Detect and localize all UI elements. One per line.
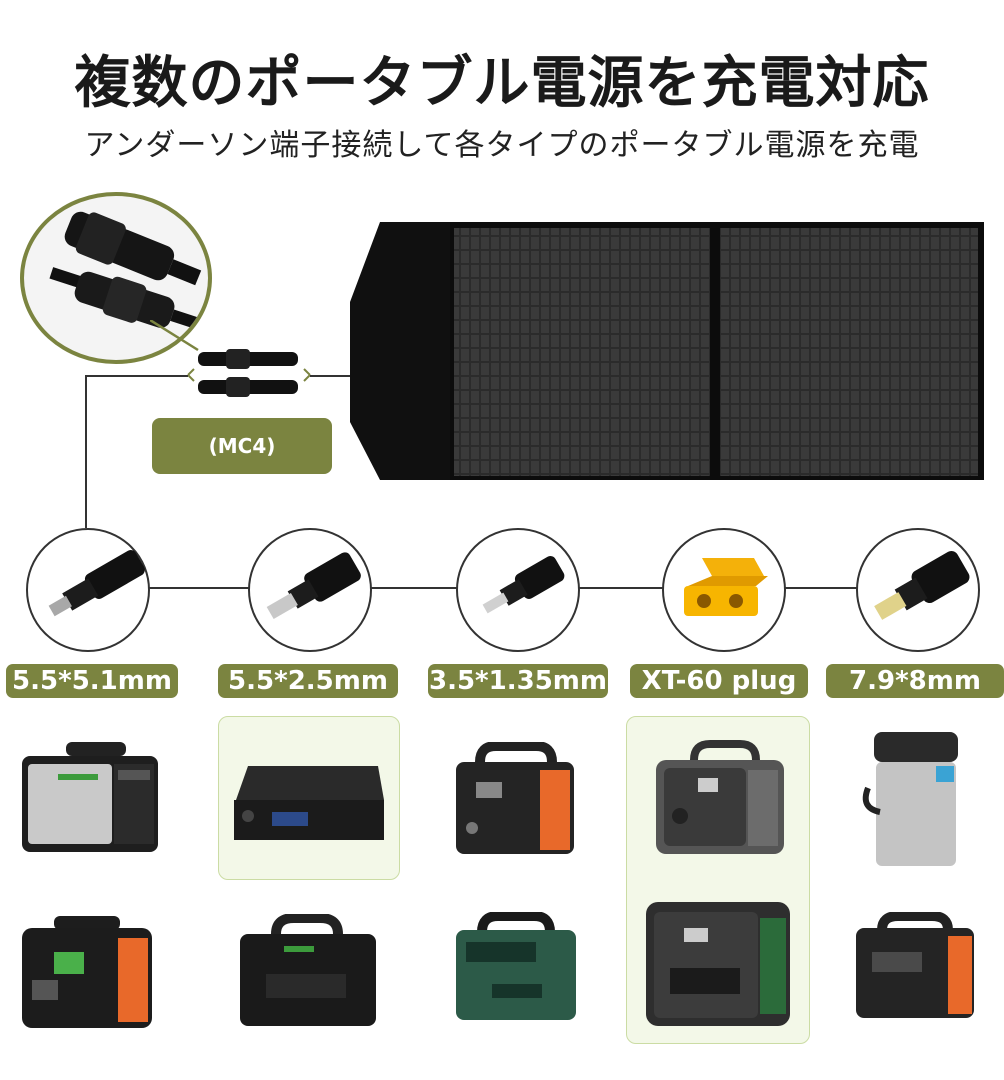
mc4-label: (MC4) xyxy=(152,418,332,474)
connector-label: 5.5*2.5mm xyxy=(218,664,398,698)
power-station-image xyxy=(228,756,388,850)
power-station-image xyxy=(860,728,970,878)
power-station-image xyxy=(852,911,978,1026)
power-station-image xyxy=(18,740,162,864)
connector-5-5x2-5-icon xyxy=(248,528,372,652)
connector-label: 7.9*8mm xyxy=(826,664,1004,698)
connector-label: 3.5*1.35mm xyxy=(428,664,608,698)
connector-5-5x5-1-icon xyxy=(26,528,150,652)
mc4-connector-pair-icon xyxy=(186,348,316,410)
connector-pointer-line xyxy=(150,320,199,352)
solar-panel-image xyxy=(350,222,984,486)
page-title: 複数のポータブル電源を充電対応 xyxy=(74,51,930,116)
xt60-plug-icon xyxy=(662,528,786,652)
power-station-image xyxy=(452,911,580,1028)
power-station-image xyxy=(18,914,156,1034)
connector-label: 5.5*5.1mm xyxy=(6,664,178,698)
power-station-image xyxy=(450,741,580,864)
power-station-image xyxy=(650,740,790,862)
mc4-connector-closeup xyxy=(20,192,212,364)
connector-7-9x8-icon xyxy=(856,528,980,652)
power-station-image xyxy=(236,913,380,1034)
connector-label: XT-60 plug xyxy=(630,664,808,698)
page-subtitle: アンダーソン端子接続して各タイプのポータブル電源を充電 xyxy=(84,128,920,163)
connector-3-5x1-35-icon xyxy=(456,528,580,652)
power-station-image xyxy=(640,898,796,1034)
